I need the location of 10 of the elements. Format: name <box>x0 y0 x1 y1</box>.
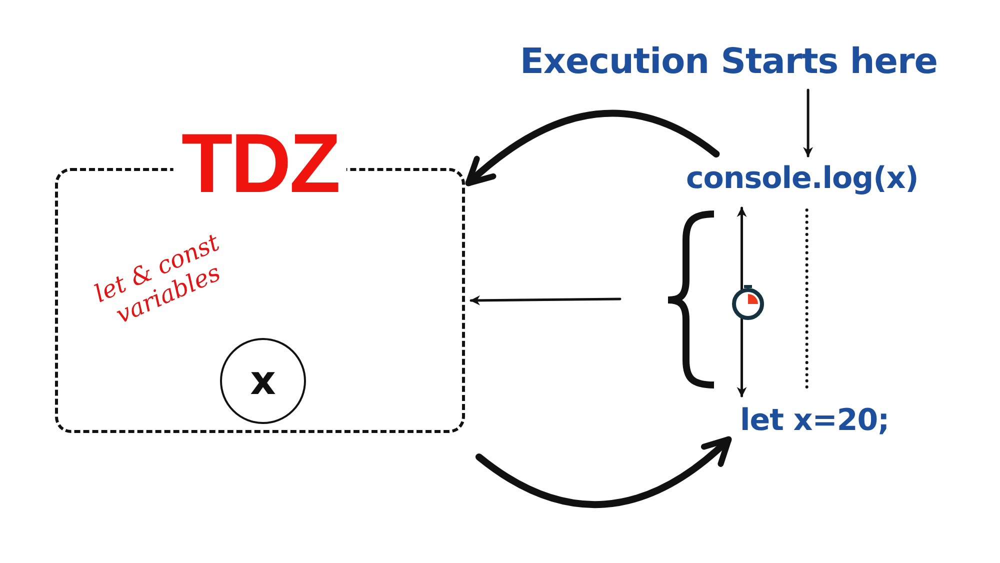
dotted-line <box>805 208 808 392</box>
arrow <box>803 88 814 158</box>
arrow <box>470 295 622 306</box>
heading-text: Execution Starts here <box>520 40 938 84</box>
variable-circle <box>220 338 306 424</box>
code-text: console.log(x) <box>686 160 918 198</box>
curved-arrow <box>465 110 720 186</box>
code-text: let x=20; <box>740 402 890 440</box>
curved-arrow <box>476 436 732 508</box>
variable-name: x <box>250 361 276 401</box>
